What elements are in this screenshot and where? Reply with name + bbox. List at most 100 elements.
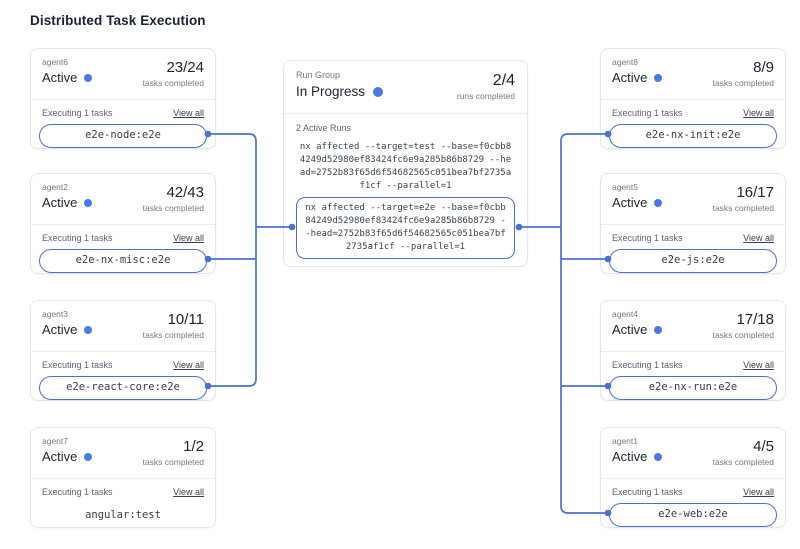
- agent-card-header: agent7 Active 1/2 tasks completed: [31, 428, 215, 478]
- agent-card-body: Executing 1 tasks View all e2e-react-cor…: [31, 351, 215, 400]
- run-group-status-text: In Progress: [296, 84, 366, 99]
- agent-card-header: agent1 Active 4/5 tasks completed: [601, 428, 785, 478]
- agent-card-agent6: agent6 Active 23/24 tasks completed Exec…: [30, 48, 216, 149]
- executing-tasks-label: Executing 1 tasks: [42, 487, 113, 497]
- executing-tasks-label: Executing 1 tasks: [612, 360, 683, 370]
- active-status-dot: [84, 73, 93, 82]
- agent-name: agent8: [612, 57, 638, 67]
- agent-status-text: Active: [42, 322, 78, 337]
- executing-tasks-label: Executing 1 tasks: [612, 233, 683, 243]
- agent-status-text: Active: [612, 322, 648, 337]
- task-pill[interactable]: e2e-nx-run:e2e: [609, 376, 777, 400]
- agent-card-agent4: agent4 Active 17/18 tasks completed Exec…: [600, 300, 786, 401]
- tasks-count: 23/24: [166, 59, 204, 76]
- run-command: nx affected --target=test --base=f0cbb84…: [299, 142, 512, 191]
- agent-status-text: Active: [612, 70, 648, 85]
- run-group-header: Run Group In Progress 2/4 runs completed: [284, 61, 527, 113]
- agent-card-agent8: agent8 Active 8/9 tasks completed Execut…: [600, 48, 786, 149]
- active-status-dot: [84, 325, 93, 334]
- agent-status-text: Active: [42, 449, 78, 464]
- task-pill[interactable]: e2e-node:e2e: [39, 124, 207, 148]
- agent-card-header: agent4 Active 17/18 tasks completed: [601, 301, 785, 351]
- view-all-link[interactable]: View all: [173, 233, 204, 243]
- run-group-card: Run Group In Progress 2/4 runs completed…: [283, 60, 528, 267]
- view-all-link[interactable]: View all: [173, 360, 204, 370]
- tasks-count: 10/11: [167, 311, 204, 328]
- agent-card-body: Executing 1 tasks View all angular:test: [31, 478, 215, 527]
- tasks-count-label: tasks completed: [712, 457, 774, 467]
- tasks-count-label: tasks completed: [142, 330, 204, 340]
- view-all-link[interactable]: View all: [173, 108, 204, 118]
- agent-card-agent5: agent5 Active 16/17 tasks completed Exec…: [600, 173, 786, 274]
- agent-name: agent2: [42, 182, 68, 192]
- tasks-count-label: tasks completed: [712, 330, 774, 340]
- agent-name: agent7: [42, 436, 68, 446]
- agent-card-header: agent3 Active 10/11 tasks completed: [31, 301, 215, 351]
- tasks-count: 1/2: [183, 438, 204, 455]
- tasks-count-label: tasks completed: [142, 457, 204, 467]
- tasks-count-label: tasks completed: [142, 203, 204, 213]
- tasks-count-label: tasks completed: [712, 203, 774, 213]
- agent-card-body: Executing 1 tasks View all e2e-node:e2e: [31, 99, 215, 148]
- tasks-count-label: tasks completed: [712, 78, 774, 88]
- agent-card-body: Executing 1 tasks View all e2e-js:e2e: [601, 224, 785, 273]
- executing-tasks-label: Executing 1 tasks: [612, 108, 683, 118]
- agent-name: agent4: [612, 309, 638, 319]
- page-title: Distributed Task Execution: [30, 13, 206, 28]
- agent-status-text: Active: [612, 195, 648, 210]
- tasks-count: 42/43: [166, 184, 204, 201]
- task-pill[interactable]: e2e-nx-init:e2e: [609, 124, 777, 148]
- agent-card-body: Executing 1 tasks View all e2e-nx-misc:e…: [31, 224, 215, 273]
- view-all-link[interactable]: View all: [743, 108, 774, 118]
- in-progress-status-dot: [373, 87, 384, 97]
- task-label: angular:test: [85, 509, 161, 521]
- active-status-dot: [654, 198, 663, 207]
- active-runs-label: 2 Active Runs: [296, 123, 352, 133]
- agent-card-agent3: agent3 Active 10/11 tasks completed Exec…: [30, 300, 216, 401]
- agent-status-text: Active: [612, 449, 648, 464]
- agent-card-agent2: agent2 Active 42/43 tasks completed Exec…: [30, 173, 216, 274]
- agent-card-agent1: agent1 Active 4/5 tasks completed Execut…: [600, 427, 786, 528]
- agent-card-body: Executing 1 tasks View all e2e-nx-init:e…: [601, 99, 785, 148]
- task-pill[interactable]: e2e-nx-misc:e2e: [39, 249, 207, 273]
- runs-count: 2/4: [492, 72, 515, 89]
- agent-card-header: agent2 Active 42/43 tasks completed: [31, 174, 215, 224]
- active-status-dot: [654, 325, 663, 334]
- view-all-link[interactable]: View all: [743, 360, 774, 370]
- run-group-label: Run Group: [296, 70, 341, 80]
- active-status-dot: [84, 198, 93, 207]
- task-pill[interactable]: e2e-js:e2e: [609, 249, 777, 273]
- run-command-highlighted[interactable]: nx affected --target=e2e --base=f0cbb842…: [296, 197, 515, 259]
- active-status-dot: [654, 452, 663, 461]
- executing-tasks-label: Executing 1 tasks: [42, 233, 113, 243]
- executing-tasks-label: Executing 1 tasks: [42, 108, 113, 118]
- agent-card-agent7: agent7 Active 1/2 tasks completed Execut…: [30, 427, 216, 528]
- agent-name: agent5: [612, 182, 638, 192]
- agent-card-header: agent8 Active 8/9 tasks completed: [601, 49, 785, 99]
- runs-count-label: runs completed: [456, 91, 515, 101]
- task-pill[interactable]: e2e-web:e2e: [609, 503, 777, 527]
- agent-card-body: Executing 1 tasks View all e2e-web:e2e: [601, 478, 785, 527]
- agent-card-header: agent5 Active 16/17 tasks completed: [601, 174, 785, 224]
- tasks-count: 17/18: [736, 311, 774, 328]
- view-all-link[interactable]: View all: [743, 233, 774, 243]
- executing-tasks-label: Executing 1 tasks: [42, 360, 113, 370]
- task-pill[interactable]: e2e-react-core:e2e: [39, 376, 207, 400]
- agent-card-header: agent6 Active 23/24 tasks completed: [31, 49, 215, 99]
- view-all-link[interactable]: View all: [173, 487, 204, 497]
- tasks-count: 4/5: [753, 438, 774, 455]
- executing-tasks-label: Executing 1 tasks: [612, 487, 683, 497]
- view-all-link[interactable]: View all: [743, 487, 774, 497]
- agent-name: agent1: [612, 436, 638, 446]
- agent-status-text: Active: [42, 195, 78, 210]
- tasks-count-label: tasks completed: [142, 78, 204, 88]
- agent-name: agent6: [42, 57, 68, 67]
- agent-card-body: Executing 1 tasks View all e2e-nx-run:e2…: [601, 351, 785, 400]
- active-status-dot: [654, 73, 663, 82]
- agent-name: agent3: [42, 309, 68, 319]
- agent-status-text: Active: [42, 70, 78, 85]
- tasks-count: 16/17: [736, 184, 774, 201]
- tasks-count: 8/9: [753, 59, 774, 76]
- active-status-dot: [84, 452, 93, 461]
- run-group-body: 2 Active Runs nx affected --target=test …: [284, 113, 527, 259]
